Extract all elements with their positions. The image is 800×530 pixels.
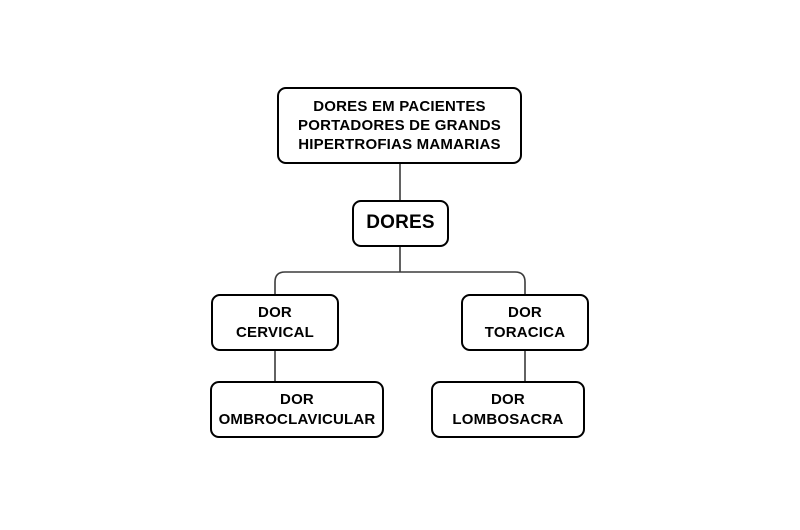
node-dor-toracica-label: DOR TORACICA [484, 304, 566, 341]
node-dor-ombroclavicular-label: DOR OMBROCLAVICULAR [218, 391, 376, 428]
node-dor-lombosacra[interactable]: DOR LOMBOSACRA [431, 381, 585, 438]
node-dor-cervical-label: DOR CERVICAL [236, 304, 314, 341]
node-dor-toracica[interactable]: DOR TORACICA [461, 294, 589, 351]
node-dor-ombroclavicular[interactable]: DOR OMBROCLAVICULAR [210, 381, 384, 438]
node-dores-label: DORES [366, 212, 435, 234]
node-dor-lombosacra-label: DOR LOMBOSACRA [452, 391, 564, 428]
node-dores[interactable]: DORES [352, 200, 449, 247]
edge-dores-to-cervical [274, 271, 400, 294]
edge-dores-to-toracica [400, 271, 526, 294]
node-dor-cervical[interactable]: DOR CERVICAL [211, 294, 339, 351]
node-root-label: DORES EM PACIENTES PORTADORES DE GRANDS … [298, 97, 501, 154]
node-root-dores-em-pacientes[interactable]: DORES EM PACIENTES PORTADORES DE GRANDS … [277, 87, 522, 164]
